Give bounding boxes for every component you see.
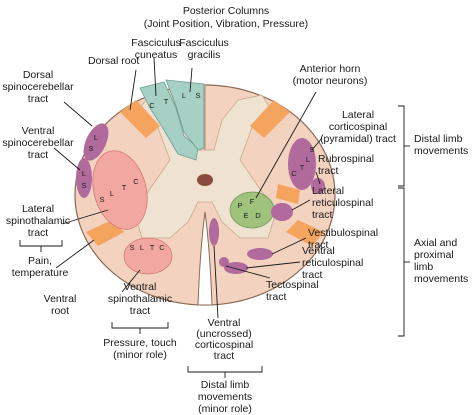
vestibulospinal-tract <box>247 248 273 260</box>
lcs-letter-l: L <box>306 155 310 164</box>
lateral-reticulospinal-tract <box>271 203 293 221</box>
labels: Posterior Columns (Joint Position, Vibra… <box>2 5 468 415</box>
ventral-spinocerebellar-tract: L S <box>76 158 92 198</box>
dorsal-spinocerebellar-tract: L S <box>83 123 109 161</box>
horn-letter-f: F <box>250 197 255 206</box>
dorsal-root-label: Dorsal root <box>88 55 139 67</box>
dsc-letter-s: S <box>88 144 93 153</box>
anterior-median-fissure <box>197 211 213 306</box>
horn-letter-p: P <box>237 201 242 210</box>
tectospinal-tract <box>219 257 229 267</box>
lateral-spinothalamic-tract: S L T C <box>92 150 148 230</box>
rubrospinal-tract <box>311 178 325 194</box>
vsc-letter-l: L <box>82 169 86 178</box>
ventral-spinothalamic-tract: S L T C <box>123 237 173 275</box>
gracilis-letter-s: S <box>195 91 200 100</box>
lst-letter-c: C <box>133 177 139 186</box>
diagram-subtitle: (Joint Position, Vibration, Pressure) <box>144 18 308 30</box>
diagram-title: Posterior Columns <box>183 5 269 17</box>
vsc-letter-s: S <box>81 181 86 190</box>
central-canal <box>197 174 213 186</box>
brackets <box>19 105 410 378</box>
lst-letter-t: T <box>122 183 127 192</box>
leader-lines <box>53 57 323 319</box>
vst-letter-s: S <box>129 243 134 252</box>
pain-temperature-label: Pain,temperature <box>12 255 69 279</box>
anterior-horn: P F E D <box>229 191 275 229</box>
vst-letter-t: T <box>150 243 155 252</box>
fasciculus-gracilis-region <box>165 79 205 151</box>
horn-letter-e: E <box>243 211 248 220</box>
pressure-touch-label: Pressure, touch(minor role) <box>103 337 177 361</box>
ventral-reticulospinal-tract <box>224 262 248 274</box>
anterior-horn-label: Anterior horn(motor neurons) <box>293 63 368 87</box>
ventral-corticospinal-tract <box>209 218 219 246</box>
vst-letter-c: C <box>159 243 165 252</box>
vst-letter-l: L <box>140 243 144 252</box>
cuneatus-letter-c: C <box>149 101 155 110</box>
cuneatus-letter-t: T <box>164 97 169 106</box>
fasciculus-cuneatus-region <box>139 81 199 161</box>
gracilis-letter-l: L <box>182 91 186 100</box>
lst-letter-l: L <box>110 189 114 198</box>
lst-letter-s: S <box>99 195 104 204</box>
lcs-letter-c: C <box>291 169 297 178</box>
posterior-columns: C T L S <box>139 79 205 161</box>
dsc-letter-l: L <box>94 133 98 142</box>
lateral-corticospinal-tract: C T L S <box>288 138 316 190</box>
lcs-letter-t: T <box>300 163 305 172</box>
horn-letter-d: D <box>255 211 261 220</box>
